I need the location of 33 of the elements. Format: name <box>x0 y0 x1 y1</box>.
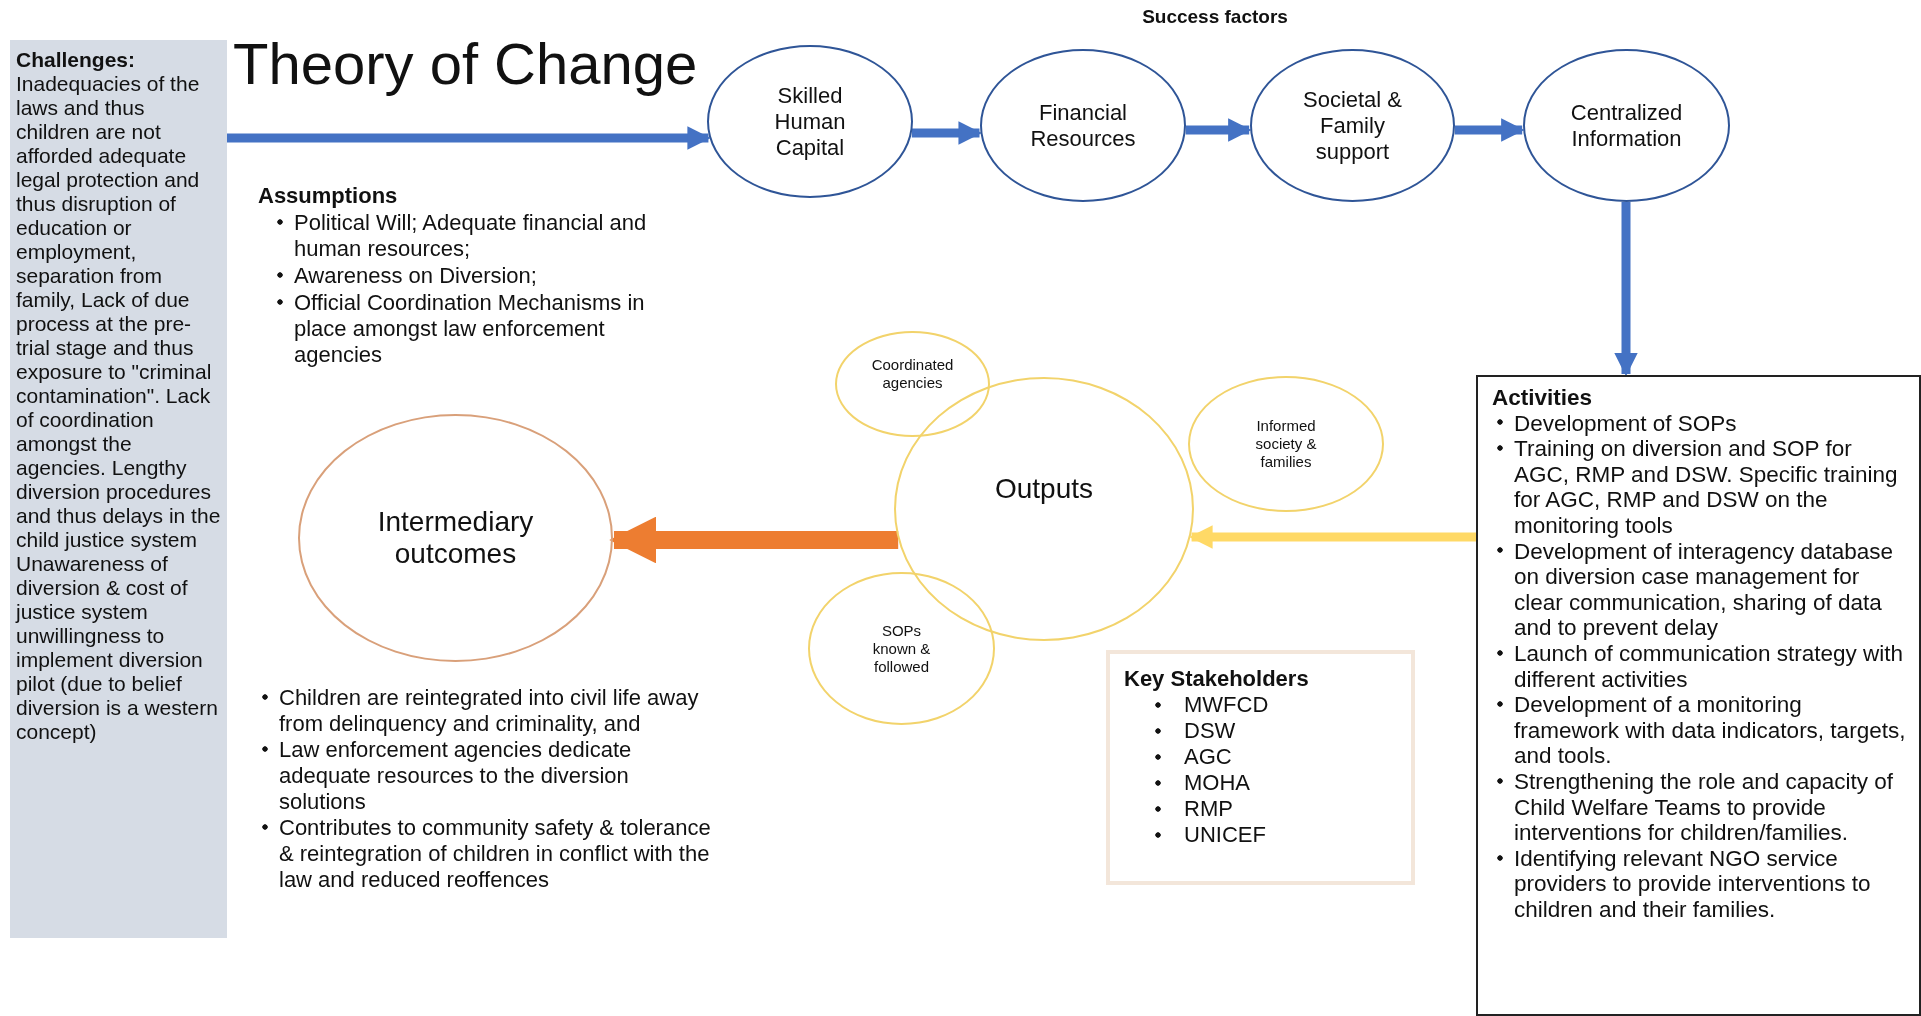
ellipse-node <box>980 49 1186 202</box>
node-label: Coordinated agencies <box>870 356 955 392</box>
text-box <box>1476 375 1921 1016</box>
arrow <box>911 121 982 145</box>
ellipse-node <box>1188 376 1384 512</box>
box-heading: Key Stakeholders <box>1124 666 1310 692</box>
box-heading: Challenges: <box>16 48 137 72</box>
diagram-title: Theory of Change <box>233 30 698 97</box>
section-heading: Success factors <box>1141 6 1289 28</box>
ellipse-node <box>835 331 990 437</box>
node-label: Centralized Information <box>1569 99 1684 152</box>
ellipse-node <box>707 45 913 198</box>
ellipse-node <box>298 414 613 662</box>
arrow <box>1614 202 1638 377</box>
node-label: Financial Resources <box>1029 99 1137 152</box>
node-label: Intermediary outcomes <box>376 506 535 570</box>
node-label: Skilled Human Capital <box>773 82 847 161</box>
ellipse-node <box>1523 49 1730 202</box>
ellipse-node <box>808 572 995 725</box>
arrow <box>1185 118 1252 142</box>
text-box <box>10 40 227 938</box>
node-label: Societal & Family support <box>1301 86 1404 165</box>
paragraph: Inadequacies of the laws and thus children are not afforded adequate legal protection and thus disruption of education or employment, separation from family, Lack of due process at the pre-trial stage and thus exposure to "criminal contamination". Lack of coordination amongst the agencies. Lengthy diversion procedures and thus delays in the child justice system Unawareness of diversion & cost of justice system unwillingness to implement diversion pilot (due to belief diversion is a western concept) <box>16 72 221 744</box>
arrow <box>1189 525 1476 549</box>
ellipse-node <box>1250 49 1455 202</box>
arrow <box>1454 118 1525 142</box>
node-label: SOPs known & followed <box>871 621 932 676</box>
arrow <box>227 126 711 150</box>
node-label: Informed society & families <box>1254 417 1318 471</box>
node-label: Outputs <box>994 473 1094 505</box>
box-heading: Activities <box>1492 385 1594 411</box>
text-box <box>1106 650 1415 885</box>
section-heading: Assumptions <box>258 183 399 209</box>
